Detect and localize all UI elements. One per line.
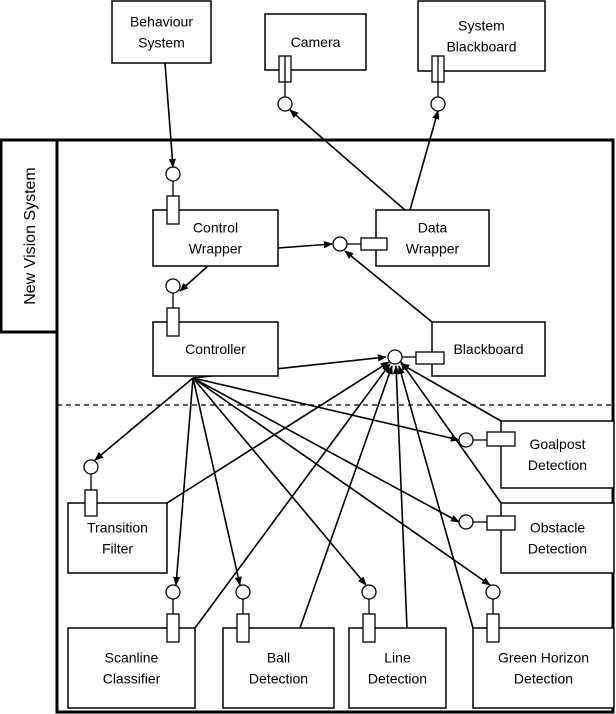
transition-interface [83,459,99,475]
transition-label-line: Filter [102,541,133,557]
goalpost-box [500,420,615,489]
behaviour-label-line: System [138,35,185,51]
transition-box [67,502,168,574]
edge-data-wrapper-to-sys-blackboard [409,110,440,211]
goalpost-label-line: Detection [528,457,587,473]
system-title: New Vision System [22,167,39,305]
line-label-line: Detection [368,671,427,687]
data-wrapper-port [360,237,388,251]
control-wrapper-port [166,195,180,225]
system-title-tab [0,138,59,334]
control-wrapper-label-line: Wrapper [189,241,243,257]
camera-label-line: Camera [291,34,341,50]
ball-label-line: Ball [267,650,290,666]
component-controller[interactable]: Controller [152,278,279,377]
obstacle-label-line: Obstacle [530,520,585,536]
line-port [362,613,376,643]
scanline-label-line: Classifier [103,671,161,687]
data-wrapper-label-line: Data [418,220,448,236]
green-label-line: Detection [514,671,573,687]
ball-label-line: Detection [249,671,308,687]
edge-line-to-blackboard [392,365,408,629]
edge-blackboard-to-data-wrapper [344,250,433,323]
sys-blackboard-interface [430,96,446,112]
blackboard-interface [387,349,403,365]
edge-green-to-blackboard [397,365,474,629]
scanline-interface [165,584,181,600]
controller-interface [165,278,181,294]
obstacle-label-line: Detection [528,541,587,557]
goalpost-port [486,431,516,447]
edge-controller-to-transition [94,377,194,461]
obstacle-interface [458,514,474,530]
controller-port [166,307,180,337]
edge-controller-to-line [192,377,367,586]
control-wrapper-label-line: Control [193,220,238,236]
sys-blackboard-label-line: System [458,18,505,34]
blackboard-port [415,351,445,365]
edge-data-wrapper-to-camera [289,109,406,211]
line-interface [361,584,377,600]
camera-interface [277,96,293,112]
edge-behaviour-to-control-wrapper [164,62,176,168]
transition-label-line: Transition [87,520,148,536]
edge-control-wrapper-to-data-wrapper [277,241,333,249]
data-wrapper-label-line: Wrapper [406,241,460,257]
line-label-line: Line [384,650,411,666]
behaviour-label-line: Behaviour [130,14,193,30]
edge-control-wrapper-to-controller [179,265,209,292]
scanline-port [166,613,180,643]
edge-controller-to-ball [192,377,242,586]
data-wrapper-box [375,209,490,267]
scanline-label-line: Scanline [105,650,159,666]
edge-controller-to-scanline [173,377,194,586]
component-camera[interactable]: Camera [264,13,367,112]
goalpost-interface [458,432,474,448]
edge-controller-to-goalpost [192,377,460,442]
obstacle-box [500,502,615,574]
ball-interface [235,584,251,600]
edge-controller-to-green [192,377,491,586]
sys-blackboard-label-line: Blackboard [446,39,516,55]
blackboard-box [431,321,546,377]
goalpost-label-line: Goalpost [529,436,585,452]
controller-label-line: Controller [185,341,246,357]
data-wrapper-interface [332,236,348,252]
ball-port [236,613,250,643]
control-wrapper-interface [165,166,181,182]
edge-scanline-to-blackboard [194,363,391,629]
behaviour-box [111,0,212,64]
blackboard-label-line: Blackboard [453,341,523,357]
edge-ball-to-blackboard [299,365,393,629]
obstacle-port [486,515,516,531]
connection-edges [94,62,502,629]
edge-obstacle-to-blackboard [400,361,502,504]
edge-goalpost-to-blackboard [400,363,502,422]
edge-transition-to-blackboard [166,361,390,504]
green-port [486,613,500,643]
green-label-line: Green Horizon [498,650,589,666]
green-interface [485,584,501,600]
transition-port [84,489,98,517]
component-blackboard[interactable]: Blackboard [387,321,546,377]
